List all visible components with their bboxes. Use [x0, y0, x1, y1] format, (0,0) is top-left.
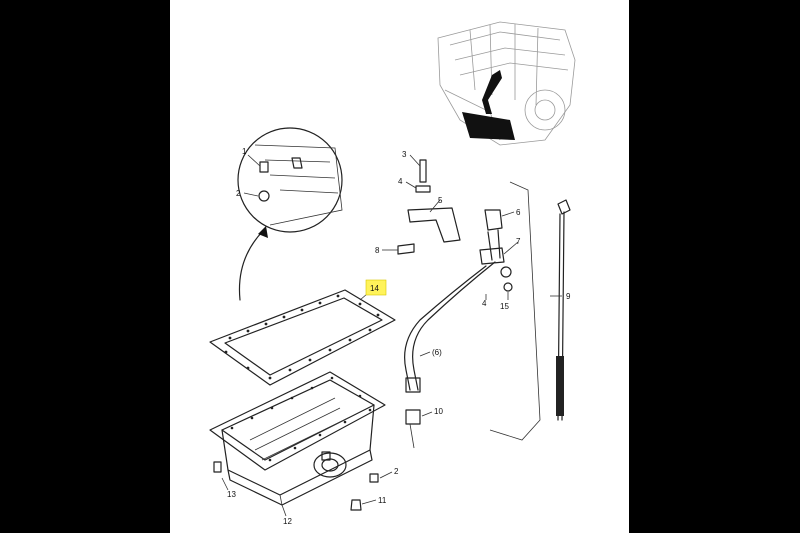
clamp-7 [479, 247, 505, 265]
callout-10: 10 [434, 407, 443, 416]
oil-pan [209, 371, 386, 511]
leader-lines [221, 154, 562, 517]
oil-pan-gasket [209, 289, 396, 386]
callout-4-lower: 4 [482, 299, 487, 308]
nut-15 [503, 282, 513, 292]
drain-plug-part [259, 161, 269, 173]
exploded-parts-diagram: 1 2 3 4 5 6 7 8 9 14 4 15 (6) 10 2 11 13… [209, 21, 576, 526]
fitting-10 [405, 409, 421, 425]
callout-labels: 1 2 3 4 5 6 7 8 9 14 4 15 (6) 10 2 11 13… [227, 147, 571, 526]
pan-bolt-13 [213, 461, 222, 473]
tube-cap-6 [484, 209, 503, 231]
callout-15: 15 [500, 302, 509, 311]
callout-7: 7 [516, 237, 521, 246]
washer-4 [415, 185, 431, 193]
gasket-ring-part [258, 190, 270, 202]
bolt-8 [397, 243, 415, 255]
callout-14-highlight [365, 279, 387, 296]
callout-1: 1 [242, 147, 247, 156]
callout-12: 12 [283, 517, 292, 526]
callout-5: 5 [438, 196, 443, 205]
detail-arrow [238, 231, 263, 301]
bolt-3 [419, 159, 427, 183]
dipstick [489, 181, 571, 441]
nut-4 [500, 266, 512, 278]
callout-14: 14 [370, 284, 379, 293]
callout-2-pan: 2 [394, 467, 399, 476]
engine-locator-image [437, 21, 576, 146]
callout-3: 3 [402, 150, 407, 159]
dipstick-tube-assembly [397, 159, 513, 449]
callout-6: 6 [516, 208, 521, 217]
callout-11: 11 [378, 496, 387, 505]
bracket-5 [407, 207, 461, 243]
callout-2-inset: 2 [236, 189, 241, 198]
diagram-sheet: 1 2 3 4 5 6 7 8 9 14 4 15 (6) 10 2 11 13… [170, 0, 629, 533]
callout-6-reference: (6) [432, 348, 442, 357]
callout-9: 9 [566, 292, 571, 301]
callout-13: 13 [227, 490, 236, 499]
drain-gasket-2 [369, 473, 379, 483]
callout-8: 8 [375, 246, 380, 255]
callout-4-top: 4 [398, 177, 403, 186]
drain-plug-detail-inset [237, 127, 343, 233]
drain-plug-11 [350, 499, 362, 511]
